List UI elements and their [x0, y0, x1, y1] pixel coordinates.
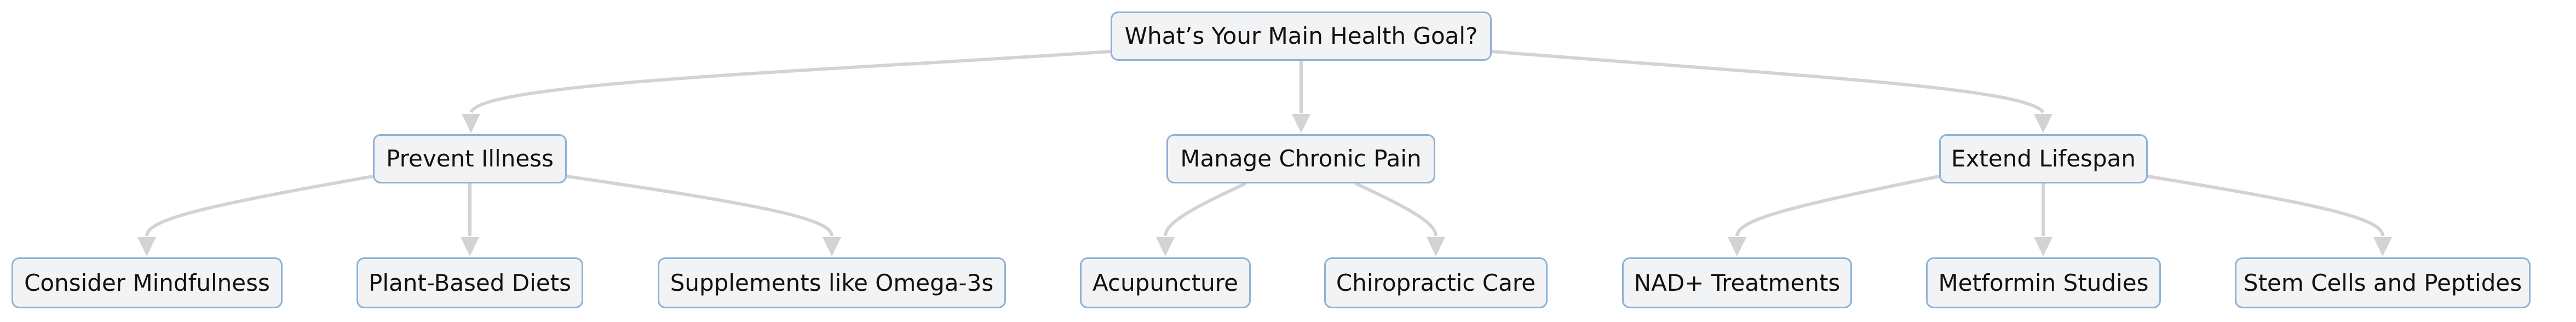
node-prevent-illness: Prevent Illness — [373, 134, 567, 183]
node-label: What’s Your Main Health Goal? — [1124, 22, 1478, 49]
arrowhead-plant-based — [461, 237, 479, 256]
node-metformin-studies: Metformin Studies — [1926, 257, 2161, 308]
node-extend-lifespan: Extend Lifespan — [1939, 134, 2148, 183]
arrowhead-manage-chronic-pain — [1292, 114, 1310, 133]
node-manage-chronic-pain: Manage Chronic Pain — [1166, 134, 1435, 183]
edge-prevent-to-supplements — [566, 175, 833, 237]
arrowhead-stem-cells — [2373, 237, 2392, 256]
arrowhead-chiropractic — [1427, 237, 1445, 256]
arrowhead-acupuncture — [1156, 237, 1175, 256]
arrowhead-extend-lifespan — [2034, 114, 2052, 133]
arrowhead-nad — [1728, 237, 1746, 256]
edge-lifespan-to-nad — [1735, 175, 1940, 237]
edge-pain-to-acupuncture — [1164, 182, 1247, 237]
edge-root-to-extend-lifespan — [1491, 50, 2045, 113]
node-chiropractic-care: Chiropractic Care — [1324, 257, 1548, 308]
arrowhead-mindfulness — [137, 237, 156, 256]
node-label: Manage Chronic Pain — [1180, 145, 1422, 172]
node-label: Extend Lifespan — [1951, 145, 2136, 172]
node-label: Consider Mindfulness — [24, 269, 270, 296]
node-consider-mindfulness: Consider Mindfulness — [12, 257, 283, 308]
node-label: NAD+ Treatments — [1634, 269, 1841, 296]
node-label: Supplements like Omega-3s — [670, 269, 994, 296]
node-plant-based-diets: Plant-Based Diets — [357, 257, 583, 308]
arrowhead-prevent-illness — [462, 114, 480, 133]
node-label: Acupuncture — [1092, 269, 1238, 296]
node-label: Chiropractic Care — [1336, 269, 1536, 296]
node-nad-treatments: NAD+ Treatments — [1622, 257, 1852, 308]
edge-prevent-to-mindfulness — [145, 175, 373, 237]
edge-lifespan-to-stem-cells — [2147, 175, 2384, 237]
edge-root-to-prevent-illness — [469, 50, 1111, 113]
node-label: Plant-Based Diets — [369, 269, 571, 296]
edge-pain-to-chiropractic — [1354, 182, 1438, 237]
node-acupuncture: Acupuncture — [1080, 257, 1251, 308]
root-node-main-health-goal: What’s Your Main Health Goal? — [1111, 12, 1492, 61]
arrowhead-supplements — [823, 237, 841, 256]
node-stem-cells-and-peptides: Stem Cells and Peptides — [2235, 257, 2531, 308]
node-supplements-omega-3s: Supplements like Omega-3s — [658, 257, 1006, 308]
arrowhead-metformin — [2034, 237, 2052, 256]
node-label: Stem Cells and Peptides — [2243, 269, 2522, 296]
node-label: Prevent Illness — [386, 145, 554, 172]
node-label: Metformin Studies — [1938, 269, 2149, 296]
